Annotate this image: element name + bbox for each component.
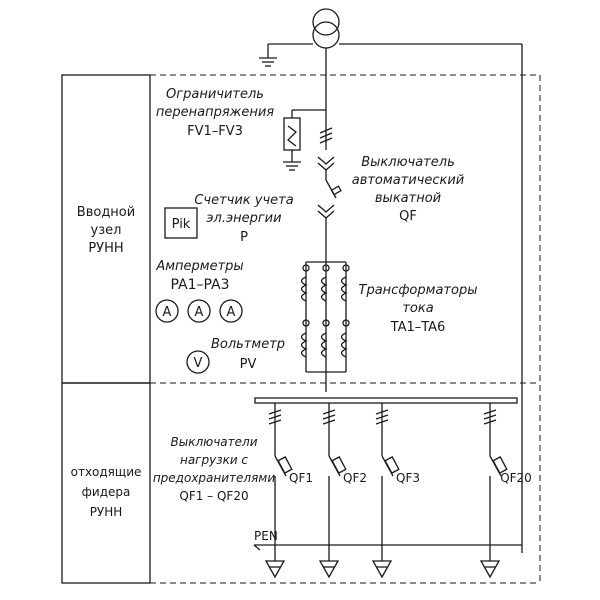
svg-text:FV1–FV3: FV1–FV3 [187,124,243,139]
surge-arrester-icon [283,110,301,171]
feeder-label-qf1: QF1 [289,471,313,485]
load-arrow-icon [318,560,340,579]
voltmeter-label: Вольтметр PV [211,337,285,372]
pen-label: PEN [254,529,278,543]
current-transformers-icon [300,261,350,392]
svg-text:перенапряжения: перенапряжения [156,105,274,120]
input-section-label: Вводной узел РУНН [77,205,135,256]
svg-text:QF1 – QF20: QF1 – QF20 [179,489,248,503]
energy-meter-code: Pik [172,217,191,232]
feeder-label-qf20: QF20 [500,471,532,485]
svg-text:Трансформаторы: Трансформаторы [359,283,478,298]
svg-text:V: V [194,356,203,371]
loadbreak-label: Выключатели нагрузки с предохранителями … [153,435,276,503]
feeder-label-qf3: QF3 [396,471,420,485]
svg-text:тока: тока [402,301,433,316]
load-arrow-icon [479,560,501,579]
ammeter-icon: A [155,299,179,323]
svg-text:фидера: фидера [82,485,131,499]
current-transformers-label: Трансформаторы тока TA1–TA6 [359,283,478,335]
svg-text:РУНН: РУНН [90,505,123,519]
svg-text:автоматический: автоматический [352,173,465,188]
feeder-qf20 [483,403,508,561]
breaker-label: Выключатель автоматический выкатной QF [352,155,465,224]
svg-text:Ограничитель: Ограничитель [166,87,264,102]
load-arrow-icon [371,560,393,579]
feeder-label-qf2: QF2 [343,471,367,485]
svg-text:РУНН: РУНН [88,241,123,256]
svg-text:выкатной: выкатной [375,191,441,206]
svg-text:PA1–PA3: PA1–PA3 [170,277,229,293]
svg-text:A: A [163,305,172,320]
svg-text:узел: узел [91,223,122,238]
svg-text:эл.энергии: эл.энергии [206,211,281,226]
svg-text:Вольтметр: Вольтметр [211,337,285,352]
transformer-ground-icon [259,43,313,67]
svg-text:предохранителями: предохранителями [153,471,276,485]
svg-text:Выключатели: Выключатели [170,435,257,449]
voltmeter-icon: V [186,350,210,374]
svg-text:P: P [240,230,248,245]
busbar [254,397,518,404]
svg-text:Счетчик учета: Счетчик учета [194,193,293,208]
ammeter-icon: A [187,299,211,323]
feeder-qf2 [322,403,347,561]
output-section-label-box [61,382,151,584]
energy-meter-label: Счетчик учета эл.энергии P [194,193,293,245]
output-section-label: отходящие фидера РУНН [71,465,142,519]
svg-text:отходящие: отходящие [71,465,142,479]
feeder-qf1 [268,403,293,561]
ammeters-label: Амперметры PA1–PA3 [155,259,243,293]
load-arrow-icon [264,560,286,579]
ammeter-icon: A [219,299,243,323]
svg-text:PV: PV [240,357,257,372]
energy-meter-box [164,207,198,239]
svg-text:QF: QF [399,209,417,224]
svg-text:Выключатель: Выключатель [361,155,454,170]
svg-text:A: A [227,305,236,320]
three-phase-ticks [319,127,333,144]
feeder-qf3 [375,403,400,561]
surge-label: Ограничитель перенапряжения FV1–FV3 [156,87,274,139]
svg-text:TA1–TA6: TA1–TA6 [390,320,446,335]
svg-text:нагрузки с: нагрузки с [180,453,248,467]
svg-text:Вводной: Вводной [77,205,135,220]
svg-text:Амперметры: Амперметры [155,259,243,274]
svg-text:A: A [195,305,204,320]
power-transformer-icon [312,8,340,49]
withdrawable-breaker-icon [317,156,342,262]
